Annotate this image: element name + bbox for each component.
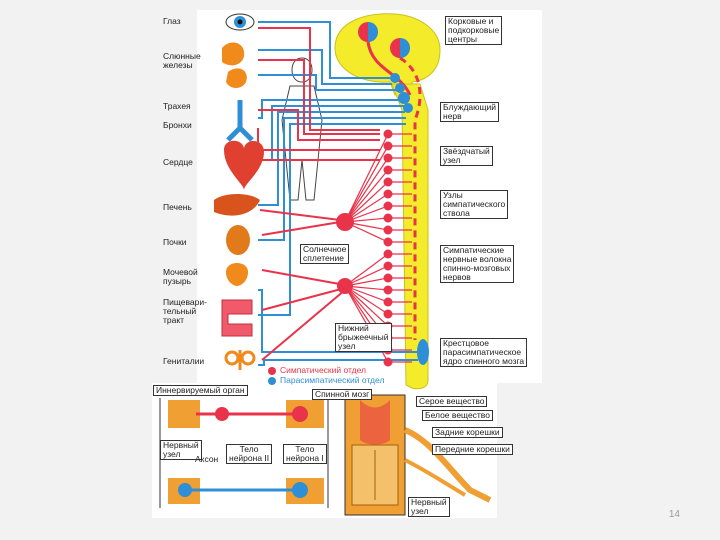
neuron2-blue: [178, 483, 192, 497]
label-neuron2: Тело нейрона II: [226, 444, 273, 464]
label-ventral-roots: Передние корешки: [432, 444, 513, 455]
spinal-cord-cross-section: [344, 394, 492, 516]
plexus-line: [344, 145, 389, 223]
central-pathway-dashed: [399, 56, 422, 340]
celiac-plexus-node: [336, 213, 354, 231]
trunk-ganglion: [383, 357, 393, 367]
label-celiac: Солнечное сплетение: [300, 244, 350, 264]
trunk-ganglion: [383, 189, 393, 199]
organ-label-6: Почки: [163, 237, 187, 247]
plexus-line: [344, 285, 389, 315]
sympathetic-trunk: [383, 129, 393, 367]
bladder-icon: [226, 263, 248, 286]
label-spinal-cord: Спинной мозг: [312, 389, 373, 400]
organ-label-8: Пищевари- тельный тракт: [163, 297, 207, 325]
spinal-cord-shape: [391, 83, 429, 390]
legend-sympathetic: Симпатический отдел: [280, 365, 367, 375]
page-number: 14: [668, 509, 680, 520]
trachea-icon: [226, 100, 254, 142]
organ-label-0: Глаз: [163, 16, 181, 26]
lower-mesenteric-node: [337, 278, 353, 294]
organ-label-1: Слюнные железы: [163, 51, 201, 70]
label-dorsal-roots: Задние корешки: [432, 427, 503, 438]
plexus-line: [344, 157, 389, 223]
label-centers: Корковые и подкорковые центры: [445, 16, 503, 45]
salivary-gland-icon: [222, 42, 247, 88]
organ-label-4: Сердце: [163, 157, 193, 167]
trunk-ganglion: [383, 261, 393, 271]
organ-label-9: Гениталии: [163, 356, 205, 366]
brain-center-left: [358, 22, 378, 42]
intestine-icon: [221, 299, 253, 337]
organ-label-2: Трахея: [163, 101, 191, 111]
trunk-ganglion: [383, 177, 393, 187]
brainstem-nuclei: [390, 73, 413, 113]
trunk-ganglion: [383, 153, 393, 163]
heart-icon: [224, 140, 264, 190]
label-stellate: Звёздчатый узел: [440, 146, 493, 166]
brain-center-right: [390, 38, 410, 58]
label-white-matter: Белое вещество: [422, 410, 493, 421]
plexus-line: [344, 181, 389, 223]
organ-label-7: Мочевой пузырь: [163, 267, 198, 286]
label-nerve-ganglion: Нервный узел: [160, 440, 202, 460]
label-innervated-organ: Иннервируемый орган: [153, 385, 248, 396]
legend-dot-sympathetic: [268, 367, 276, 375]
trunk-ganglion: [383, 285, 393, 295]
legend-parasympathetic: Парасимпатический отдел: [280, 375, 385, 385]
central-pathway: [366, 41, 412, 96]
label-grey-matter: Серое вещество: [416, 396, 488, 407]
label-vagus: Блуждающий нерв: [440, 102, 500, 122]
plexus-line: [344, 285, 389, 327]
trunk-ganglion: [383, 225, 393, 235]
label-lower-ganglion: Нижний брыжеечный узел: [335, 323, 392, 352]
plexus-line: [344, 133, 389, 223]
sacral-nucleus: [417, 339, 429, 365]
trunk-ganglion: [383, 297, 393, 307]
neuron2-red: [215, 407, 229, 421]
plexus-line: [344, 169, 389, 223]
plexus-line: [344, 253, 389, 287]
trunk-ganglion: [383, 273, 393, 283]
trunk-ganglion: [383, 309, 393, 319]
trunk-ganglion: [383, 237, 393, 247]
liver-icon: [214, 194, 260, 216]
trunk-ganglion: [383, 165, 393, 175]
organ-tissue-top: [168, 400, 200, 428]
neuron1-blue: [292, 482, 308, 498]
kidney-icon: [226, 225, 250, 255]
label-neuron1: Тело нейрона I: [283, 444, 327, 464]
eye-icon: [225, 13, 255, 31]
genitals-icon: [224, 350, 256, 370]
organ-label-3: Бронхи: [163, 120, 192, 130]
label-axon: Аксон: [195, 454, 219, 464]
trunk-ganglion: [383, 129, 393, 139]
trunk-ganglion: [383, 213, 393, 223]
label-sacral: Крестцовое парасимпатическое ядро спинно…: [440, 338, 528, 367]
legend-dot-parasympathetic: [268, 377, 276, 385]
label-nerve-node: Нервный узел: [408, 497, 450, 517]
trunk-ganglion: [383, 201, 393, 211]
label-fibers: Симпатические нервные волокна спинно-моз…: [440, 245, 515, 283]
neuron1-red: [292, 406, 308, 422]
human-silhouette: [281, 57, 323, 201]
label-trunk: Узлы симпатического ствола: [440, 190, 509, 219]
trunk-ganglion: [383, 249, 393, 259]
trunk-ganglion: [383, 141, 393, 151]
organ-label-5: Печень: [163, 202, 192, 212]
